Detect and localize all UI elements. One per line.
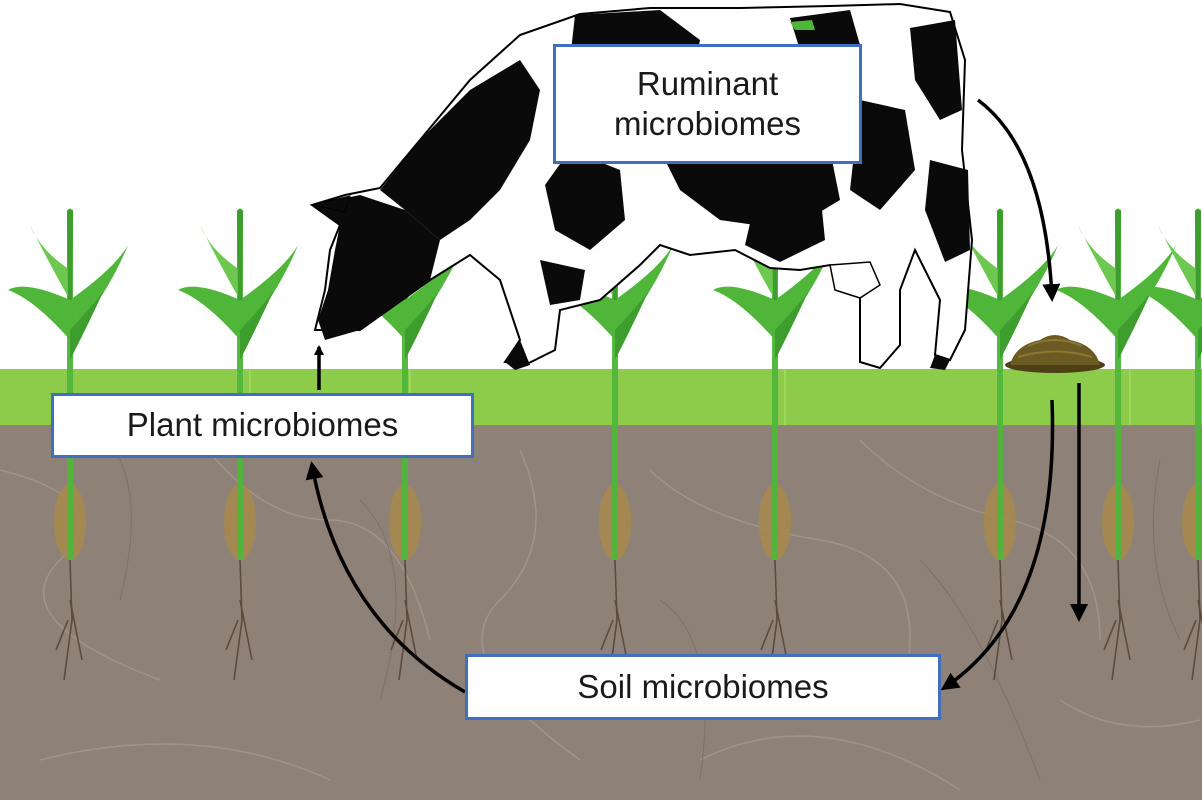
soil-label-text: Soil microbiomes (577, 667, 829, 705)
cycle-arrows (305, 98, 1088, 694)
corn-plant-icon (8, 208, 128, 681)
soil-microbiomes-label: Soil microbiomes (465, 654, 941, 720)
ruminant-microbiomes-label: Ruminant microbiomes (553, 44, 862, 164)
cycle-arrow-manure-to-soil (940, 399, 1055, 691)
corn-plant-icon (1136, 208, 1202, 681)
ruminant-label-line1: Ruminant (636, 64, 779, 102)
manure-pile-icon (1005, 335, 1105, 373)
cycle-arrow-ruminant-to-manure (976, 98, 1061, 302)
plant-label-text: Plant microbiomes (126, 406, 399, 444)
cycle-arrow-soil-to-plant (305, 461, 466, 694)
corn-plant-icon (178, 208, 298, 681)
corn-plant-row (8, 208, 1202, 681)
plant-microbiomes-label: Plant microbiomes (51, 393, 474, 458)
ruminant-label-line2: microbiomes (613, 105, 802, 142)
